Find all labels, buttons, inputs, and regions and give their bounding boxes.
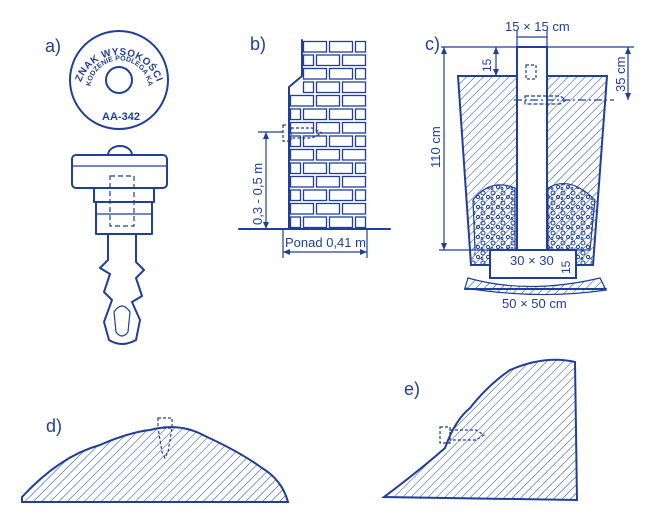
brick xyxy=(341,148,367,161)
brick-wall xyxy=(238,39,391,230)
brick xyxy=(315,148,341,161)
panel-d-label: d) xyxy=(46,416,62,436)
height-dimension: 0,3 - 0,5 m xyxy=(250,131,283,229)
brick xyxy=(354,108,367,121)
brick xyxy=(328,108,354,121)
distance-label: Ponad 0,41 m xyxy=(285,235,366,250)
brick xyxy=(328,135,354,148)
brick xyxy=(289,162,302,175)
brick xyxy=(354,67,367,80)
depth-top-dimension: 15 xyxy=(480,47,499,76)
brick xyxy=(289,175,315,188)
depth-top-label: 15 xyxy=(480,58,494,72)
height-label-c: 110 cm xyxy=(428,126,443,168)
brick xyxy=(289,202,315,215)
brick xyxy=(302,162,328,175)
brick xyxy=(341,202,367,215)
brick xyxy=(289,135,302,148)
brick xyxy=(289,108,302,121)
brick xyxy=(289,216,302,229)
wall-benchmark-bolt xyxy=(282,124,324,142)
top-size-label: 15 × 15 cm xyxy=(505,19,570,34)
brick xyxy=(328,40,354,53)
brick xyxy=(315,81,341,94)
brick xyxy=(341,94,367,107)
rock-benchmark-bolt xyxy=(157,417,173,460)
brick xyxy=(289,189,302,202)
height-dimension-c: 110 cm xyxy=(428,47,476,251)
disc-number: AA-342 xyxy=(102,111,140,123)
top-size-dimension: 15 × 15 cm xyxy=(505,19,570,47)
brick xyxy=(315,94,341,107)
brick xyxy=(341,121,367,134)
depth-mark-label: 35 cm xyxy=(613,57,628,92)
brick xyxy=(302,216,328,229)
panel-b: b) 0,3 - 0,5 m Ponad 0,41 m xyxy=(238,34,391,258)
brick xyxy=(328,216,354,229)
brick xyxy=(302,189,328,202)
base-block-height-label: 15 xyxy=(559,260,573,274)
brick xyxy=(328,189,354,202)
brick xyxy=(302,108,328,121)
distance-dimension: Ponad 0,41 m xyxy=(282,229,368,258)
brick xyxy=(302,81,315,94)
brick xyxy=(354,135,367,148)
rock-cliff xyxy=(381,358,579,502)
depth-mark-dimension: 35 cm xyxy=(613,47,631,100)
brick xyxy=(341,54,367,67)
brick xyxy=(341,81,367,94)
rock-mound xyxy=(21,426,290,503)
panel-c-label: c) xyxy=(425,34,440,54)
brick xyxy=(315,121,341,134)
panel-e-label: e) xyxy=(404,379,420,399)
brick xyxy=(315,202,341,215)
panel-e: e) xyxy=(381,358,579,502)
footing-label: 50 × 50 cm xyxy=(502,296,567,311)
brick xyxy=(354,216,367,229)
benchmark-bolt xyxy=(71,145,168,345)
brick xyxy=(341,175,367,188)
panel-b-label: b) xyxy=(250,34,266,54)
brick xyxy=(302,67,328,80)
panel-a: a) ZNAK WYSOKOŚCI USZKODZENIE PODLEGA KA… xyxy=(0,0,169,345)
brick xyxy=(315,54,341,67)
benchmark-disc: ZNAK WYSOKOŚCI USZKODZENIE PODLEGA KARZE… xyxy=(0,0,169,130)
brick xyxy=(302,40,328,53)
concrete-block xyxy=(456,46,614,296)
brick xyxy=(354,40,367,53)
brick xyxy=(302,54,315,67)
panel-d: d) xyxy=(21,416,290,503)
cliff-benchmark-bolt xyxy=(439,426,486,444)
brick xyxy=(354,162,367,175)
brick xyxy=(315,175,341,188)
brick xyxy=(289,94,315,107)
brick xyxy=(302,135,328,148)
brick xyxy=(328,67,354,80)
height-range-label: 0,3 - 0,5 m xyxy=(250,163,265,225)
brick xyxy=(354,189,367,202)
panel-a-label: a) xyxy=(45,36,61,56)
base-block-label: 30 × 30 xyxy=(510,253,554,268)
panel-c: c) 15 × 15 cm 15 xyxy=(425,19,634,311)
brick xyxy=(328,162,354,175)
brick xyxy=(289,148,315,161)
